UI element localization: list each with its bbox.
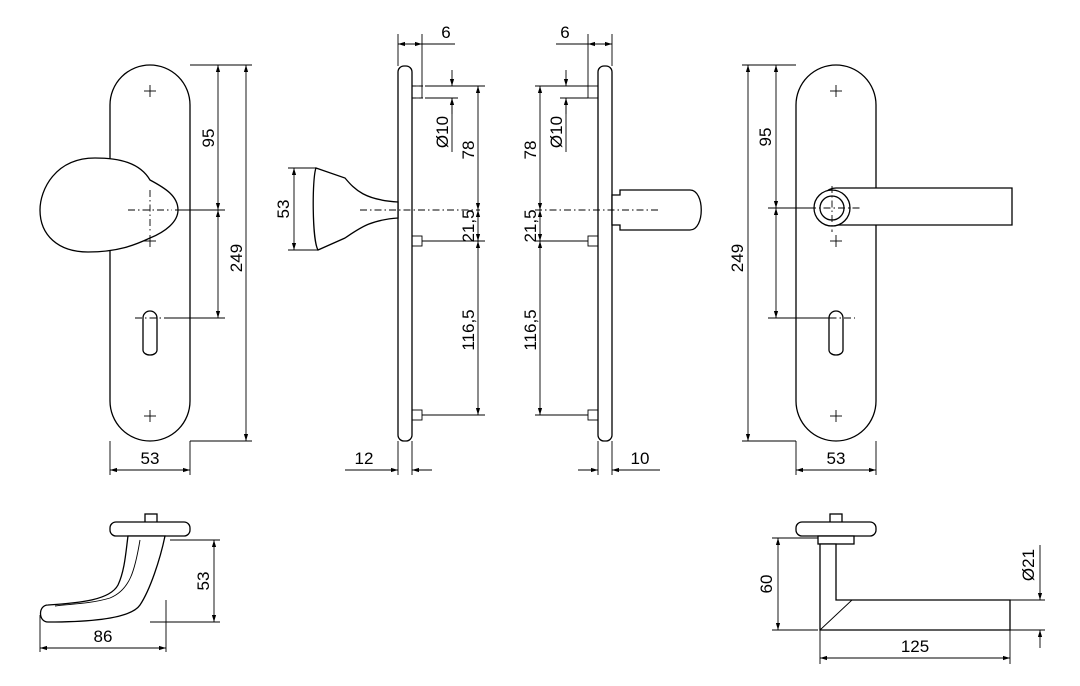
dim-side-right-dia10: Ø10 (547, 116, 566, 148)
top-view-lever (795, 513, 1011, 631)
dim-front-right-95: 95 (756, 128, 775, 147)
dim-side-left-12: 12 (355, 449, 374, 468)
dim-side-left-6: 6 (441, 23, 450, 42)
side-left-dimensions: 6 Ø10 78 21,5 116,5 53 12 (274, 23, 485, 475)
dim-knob-top-86: 86 (94, 627, 113, 646)
side-right-dimensions: 6 Ø10 78 21,5 116,5 10 (521, 23, 660, 475)
dim-side-right-10: 10 (631, 449, 650, 468)
top-view-knob (39, 513, 191, 623)
front-view-knob-plate (39, 64, 191, 442)
screw-mark (144, 85, 156, 422)
dim-lever-top-125: 125 (901, 637, 929, 656)
side-view-knob (312, 65, 480, 442)
dim-knob-top-53: 53 (194, 572, 213, 591)
lever-top-dimensions: 60 Ø21 125 (757, 537, 1045, 664)
dim-front-right-53: 53 (827, 449, 846, 468)
side-view-lever (535, 65, 702, 442)
dim-lever-top-60: 60 (757, 575, 776, 594)
screw-mark (830, 85, 842, 422)
dim-front-right-249: 249 (728, 244, 747, 272)
dim-side-right-6: 6 (560, 23, 569, 42)
front-left-dimensions: 95 249 53 (109, 64, 252, 475)
front-right-dimensions: 95 249 53 (728, 64, 877, 475)
dim-side-right-21-5: 21,5 (521, 209, 540, 242)
knob-top-dimensions: 53 86 (39, 539, 220, 652)
dim-front-left-249: 249 (227, 244, 246, 272)
dim-side-left-116-5: 116,5 (459, 309, 478, 350)
dim-side-right-116-5: 116,5 (521, 309, 540, 350)
dim-front-left-53: 53 (141, 449, 160, 468)
cylinder-hole (142, 310, 158, 356)
dim-side-left-78: 78 (459, 141, 478, 160)
dim-side-left-21-5: 21,5 (459, 209, 478, 242)
cylinder-hole (828, 310, 844, 356)
dim-front-left-95: 95 (199, 129, 218, 148)
knob-profile (312, 167, 399, 251)
dim-side-left-dia10: Ø10 (433, 116, 452, 148)
dim-lever-top-dia21: Ø21 (1019, 549, 1038, 581)
front-view-lever-plate (780, 64, 1013, 442)
dim-side-left-53: 53 (274, 200, 293, 219)
dim-side-right-78: 78 (521, 141, 540, 160)
